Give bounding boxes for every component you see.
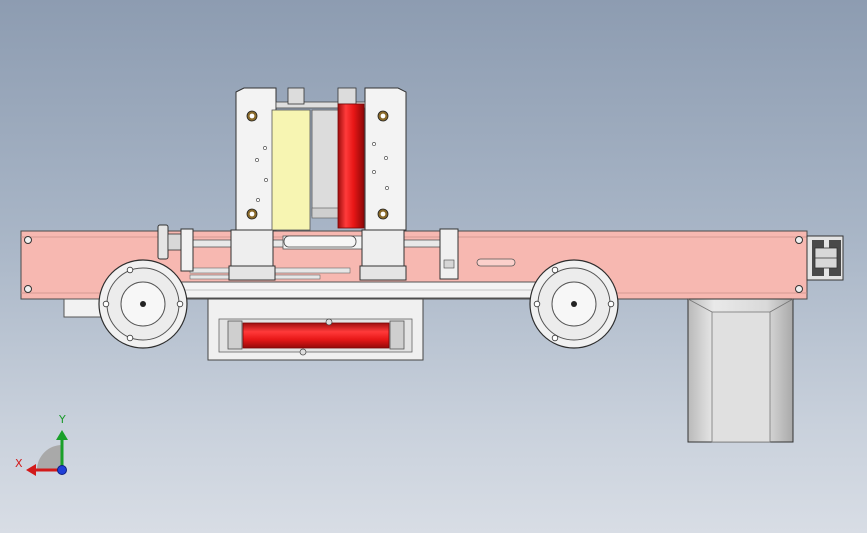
left-wheel [98, 259, 188, 349]
left-mount-block [63, 298, 103, 318]
upper-carriage [228, 87, 407, 281]
yellow-roller [271, 109, 311, 231]
right-shaft-bracket [439, 228, 459, 280]
lower-red-roller [242, 322, 390, 349]
base-plate [177, 281, 549, 299]
left-shaft-knob [157, 224, 194, 272]
coordinate-triad [26, 430, 68, 476]
x-axis-label: X [15, 457, 23, 470]
upper-red-roller [337, 103, 365, 229]
stepper-motor [687, 298, 794, 443]
right-coupling [806, 235, 844, 281]
triad-base-wedge [37, 445, 62, 470]
right-wheel [529, 259, 619, 349]
z-axis-dot [57, 465, 67, 475]
y-axis-label: Y [59, 413, 66, 426]
lower-roller-housing [207, 298, 424, 361]
